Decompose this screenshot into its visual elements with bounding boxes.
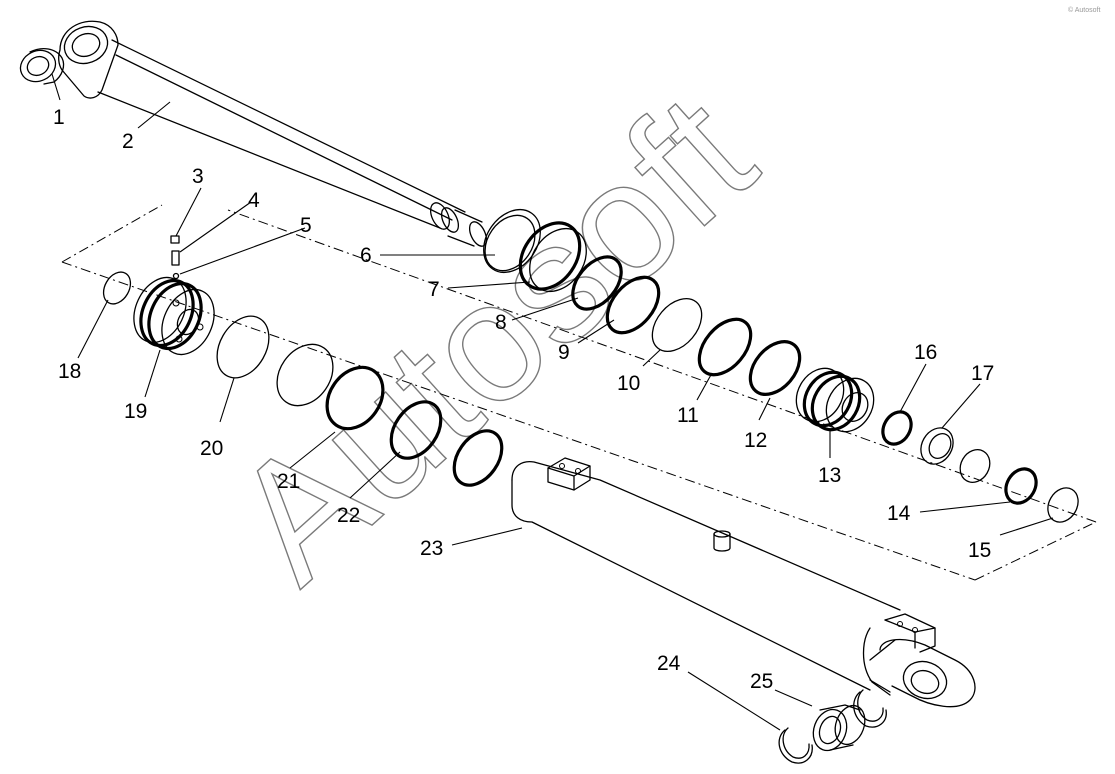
- callout-numbers: 1 2 3 4 5 6 7 8 9 10 11 12 13 14 15 16 1…: [53, 106, 994, 693]
- watermark: Autosoft: [197, 58, 789, 618]
- callout-13: 13: [818, 464, 841, 487]
- callout-20: 20: [200, 437, 223, 460]
- callout-25: 25: [750, 670, 773, 693]
- ring-8: [571, 255, 623, 311]
- ring-18: [102, 271, 132, 305]
- cylinder-barrel: [511, 457, 976, 708]
- callout-1: 1: [53, 106, 65, 129]
- ring-12: [748, 340, 802, 396]
- callout-9: 9: [558, 341, 570, 364]
- ring-17: [920, 427, 954, 465]
- ring-11: [697, 317, 753, 377]
- ring-9: [605, 275, 661, 335]
- callout-16: 16: [914, 341, 937, 364]
- bushing-25: [812, 704, 866, 752]
- callout-7: 7: [428, 278, 440, 301]
- callout-3: 3: [192, 165, 204, 188]
- callout-19: 19: [124, 400, 147, 423]
- watermark-corner: © Autosoft: [1068, 6, 1100, 14]
- callout-8: 8: [495, 311, 507, 334]
- ring-17-inner: [928, 433, 952, 459]
- ring-20: [216, 315, 270, 379]
- cylinder-head-13: [795, 367, 875, 433]
- callout-15: 15: [968, 539, 991, 562]
- callout-11: 11: [677, 404, 699, 427]
- ring-small: [959, 449, 991, 483]
- callout-4: 4: [248, 189, 260, 212]
- watermark-text: Autosoft: [198, 59, 789, 618]
- set-screw-parts: [170, 235, 180, 280]
- ring-21b: [325, 365, 385, 431]
- callout-2: 2: [122, 130, 134, 153]
- callout-23: 23: [420, 537, 443, 560]
- callout-5: 5: [300, 214, 312, 237]
- retaining-ring-25b: [853, 689, 887, 728]
- ring-15: [1047, 487, 1079, 523]
- callout-21: 21: [277, 470, 300, 493]
- leader-lines: [51, 73, 1054, 731]
- ring-16: [881, 410, 913, 446]
- piston-19: [133, 276, 215, 356]
- ring-22b: [452, 429, 504, 487]
- rod-eye-bushing: [19, 47, 65, 85]
- ring-22: [389, 400, 443, 460]
- assembly-frame: [61, 204, 1097, 581]
- retaining-ring-24: [778, 727, 813, 764]
- callout-24: 24: [657, 652, 681, 675]
- callout-22: 22: [337, 504, 360, 527]
- callout-18: 18: [58, 360, 81, 383]
- callout-17: 17: [971, 362, 994, 385]
- ring-10: [651, 298, 703, 352]
- ring-21: [276, 343, 334, 407]
- ring-14: [1004, 467, 1038, 505]
- callout-12: 12: [744, 429, 767, 452]
- callout-6: 6: [360, 244, 372, 267]
- callout-14: 14: [887, 502, 911, 525]
- callout-10: 10: [617, 372, 640, 395]
